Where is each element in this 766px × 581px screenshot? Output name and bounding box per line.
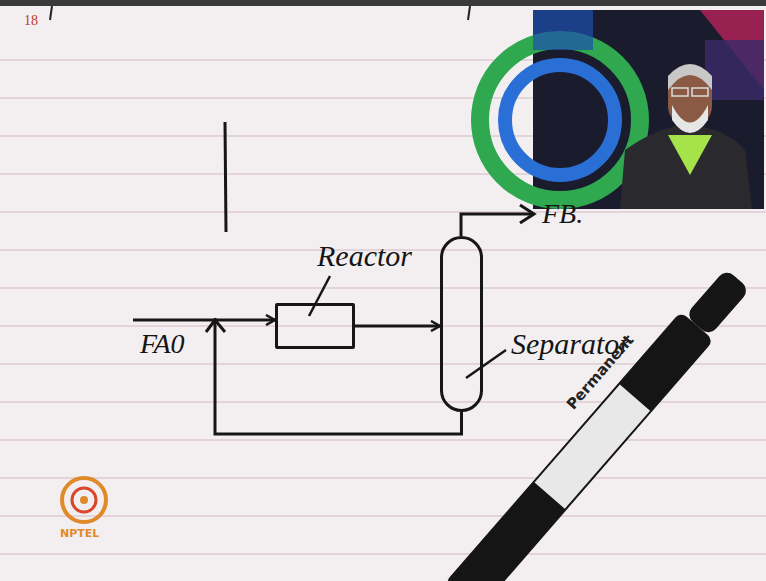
- marker-pen: [445, 265, 755, 581]
- logo-text: NPTEL: [60, 528, 99, 539]
- leader-line: [309, 276, 330, 316]
- separator-vessel: Separator: [440, 236, 483, 412]
- leader-line: [466, 350, 506, 378]
- flow-line: [355, 325, 440, 328]
- stream-label: FB.: [542, 200, 583, 228]
- feed-line: [133, 319, 217, 322]
- product-line: [461, 214, 532, 236]
- nptel-logo: [62, 478, 106, 522]
- pen-stroke: [468, 6, 470, 20]
- pen-stroke: [225, 122, 226, 232]
- pen-stroke: [50, 6, 52, 20]
- stream-label: FA0: [140, 330, 185, 358]
- video-inset: [480, 10, 764, 209]
- flow-line: [215, 320, 462, 434]
- reactor-box: Reactor: [275, 303, 355, 349]
- top-strip: [0, 0, 766, 6]
- product-arrowhead: [520, 205, 534, 223]
- node-label: Reactor: [317, 241, 412, 271]
- page-number: 18: [24, 14, 38, 28]
